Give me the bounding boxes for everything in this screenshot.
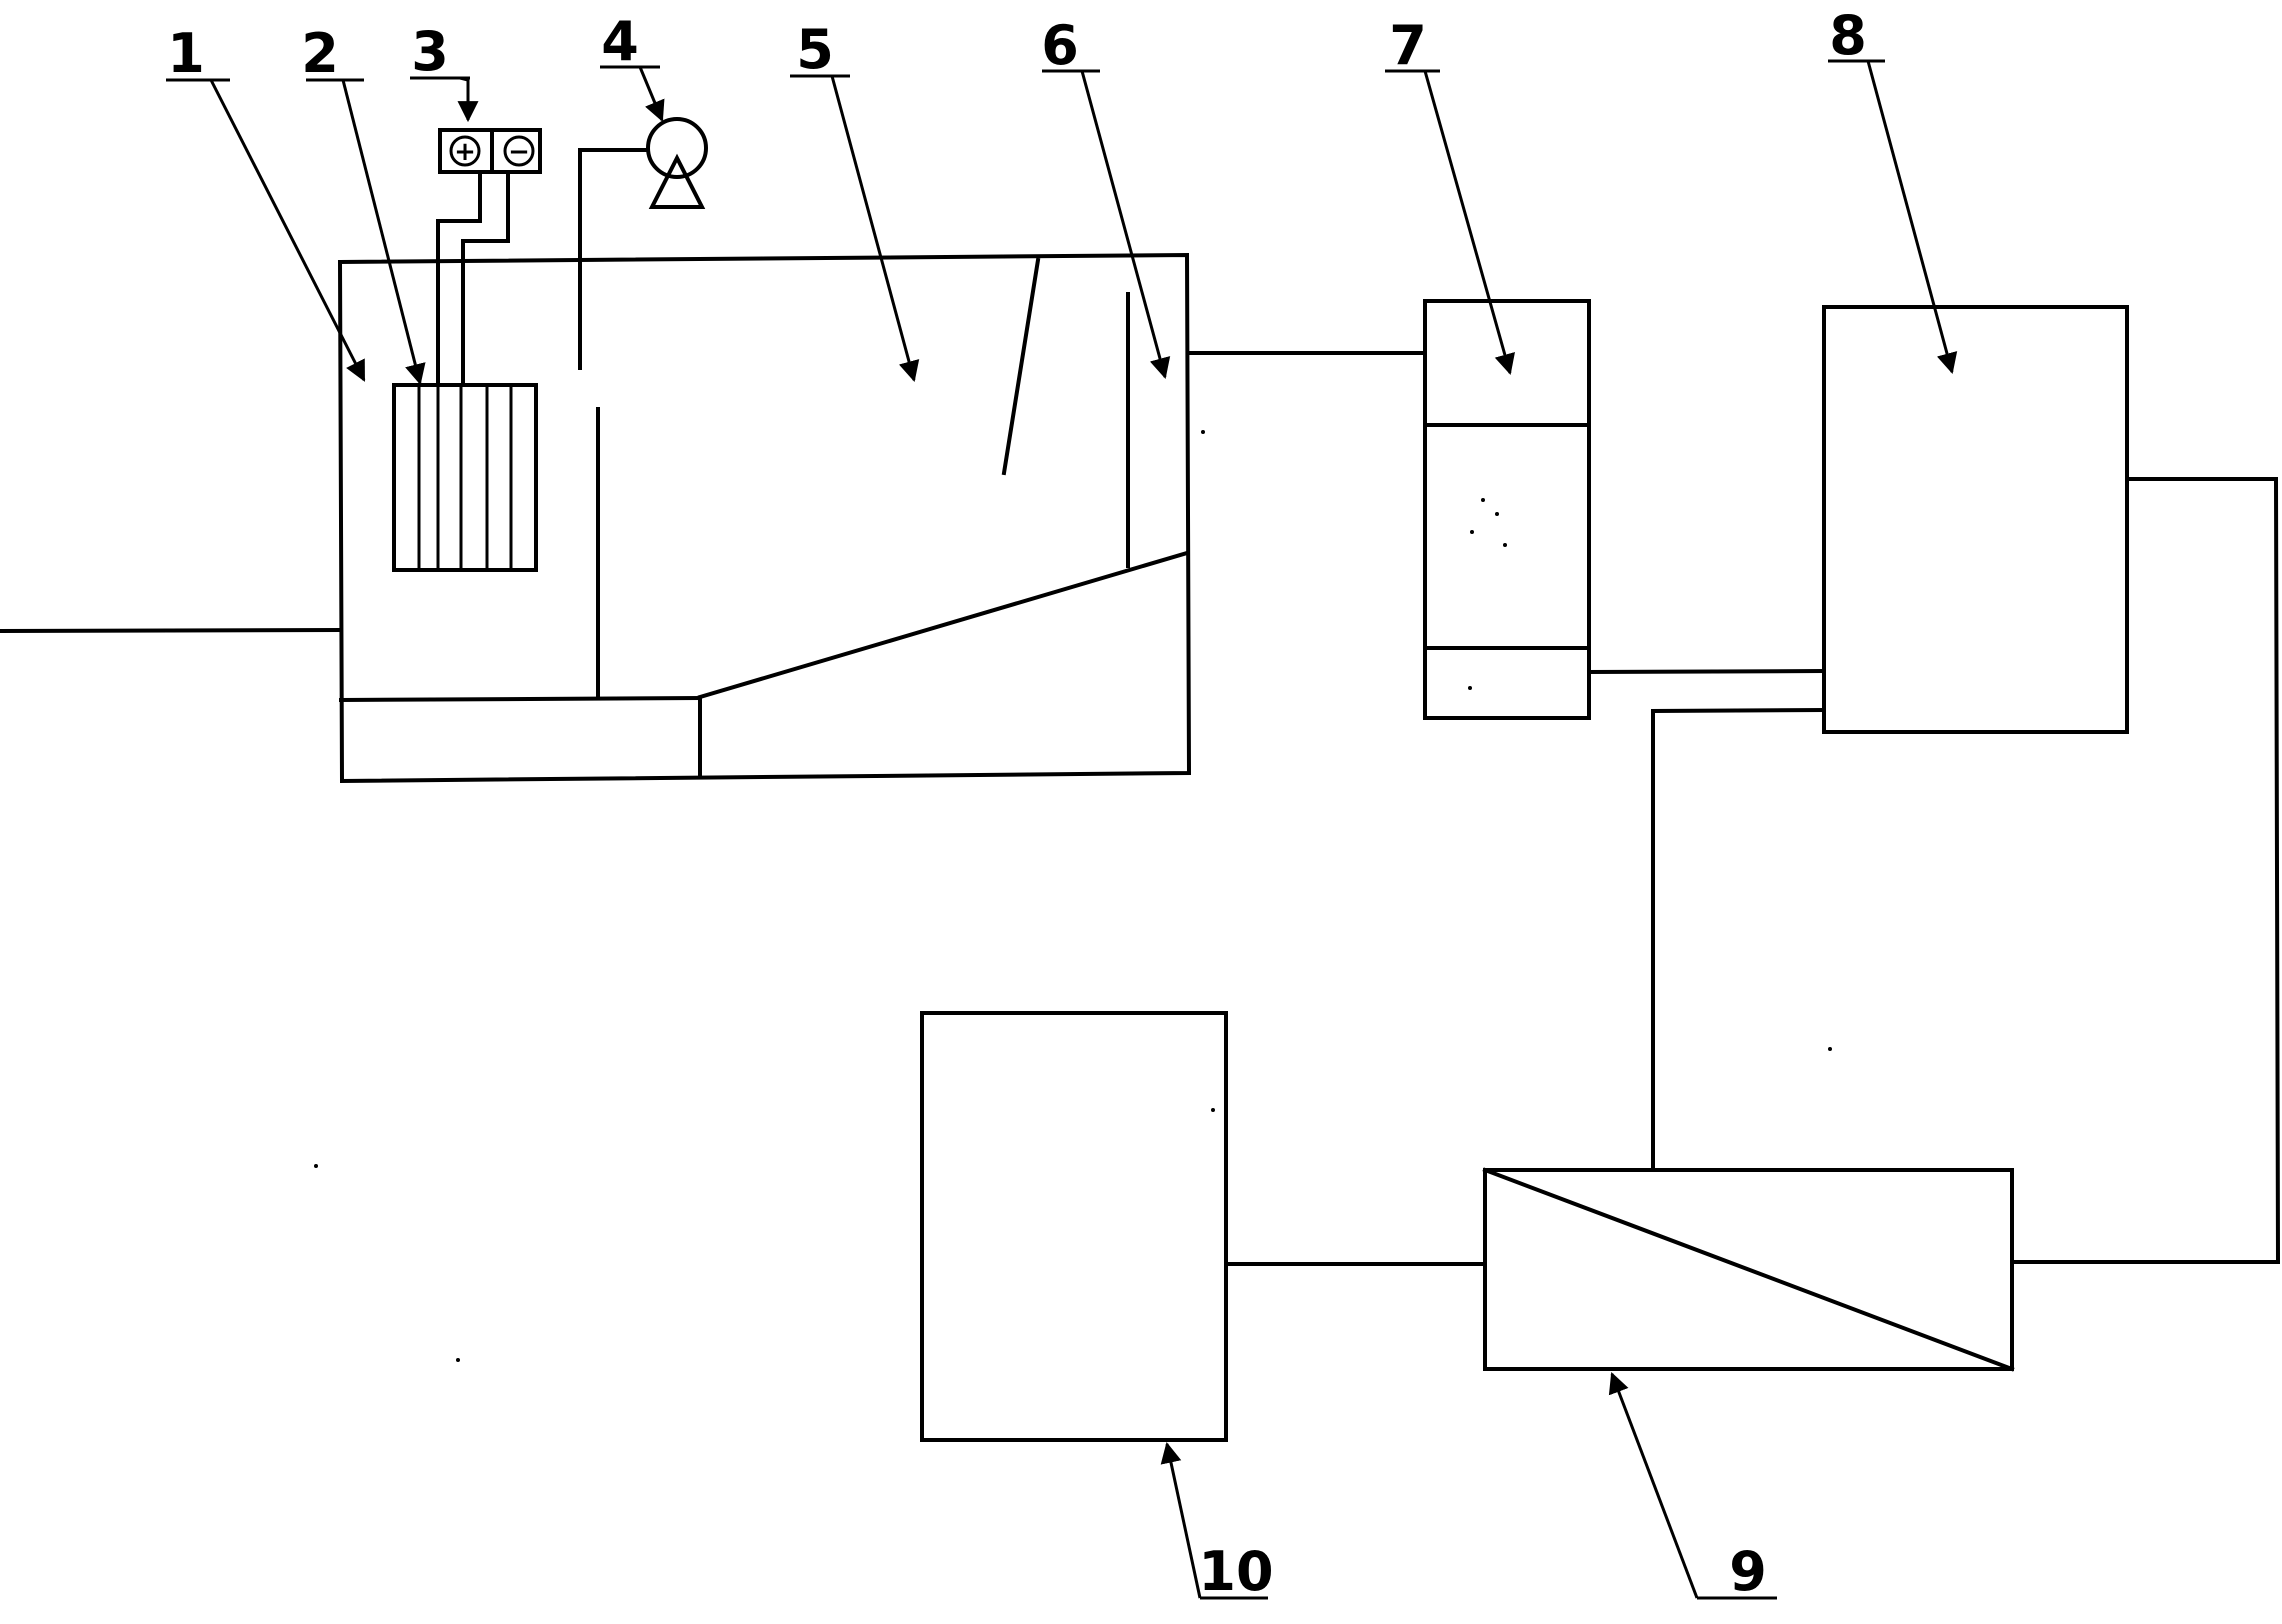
- negative-symbol: −: [508, 137, 530, 167]
- inlet-pipe: [0, 627, 343, 634]
- pipe-tank8-to-membrane: [2010, 477, 2281, 1264]
- label-8: 8: [1829, 4, 1867, 67]
- positive-terminal-icon: [449, 135, 481, 167]
- label-5: 5: [796, 18, 834, 81]
- electrode-plates: [392, 170, 538, 572]
- blower-icon: [646, 117, 708, 179]
- label-6: 6: [1041, 14, 1079, 77]
- pipe-filter-to-tank8: [1586, 668, 1827, 675]
- positive-symbol: +: [454, 137, 476, 167]
- label-7: 7: [1389, 14, 1427, 77]
- product-tank: [920, 1011, 1228, 1442]
- air-blower: [646, 117, 708, 209]
- pipe-membrane-to-tank8: [1651, 707, 1827, 1172]
- label-1: 1: [167, 22, 205, 85]
- label-9: 9: [1729, 1540, 1767, 1603]
- label-10: 10: [1198, 1540, 1273, 1603]
- dc-power-supply: + −: [438, 128, 542, 174]
- membrane-module: [1482, 1167, 2015, 1372]
- label-3: 3: [411, 20, 449, 83]
- storage-tank: [1822, 305, 2129, 734]
- negative-terminal-icon: [503, 135, 535, 167]
- main-tank: [337, 148, 1192, 784]
- label-4: 4: [601, 10, 639, 73]
- label-2: 2: [301, 22, 339, 85]
- leader-lines: [166, 59, 1958, 1600]
- filter-column: [1423, 299, 1591, 720]
